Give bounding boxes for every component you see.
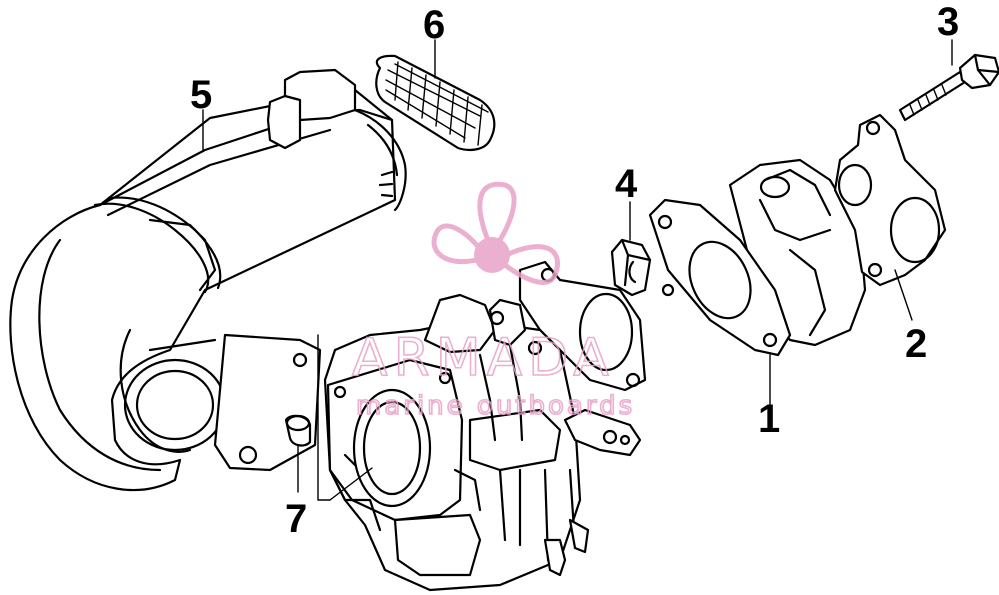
callout-2: 2 [905,322,927,366]
part-4-nut [610,238,652,297]
callout-5: 5 [190,73,212,117]
leader-bracket [317,334,331,501]
part-1-intake-manifold [648,158,867,357]
callout-1: 1 [758,397,780,441]
part-2-gasket [833,113,947,287]
callout-labels: 1 2 3 4 5 6 7 [190,0,959,541]
callout-4: 4 [615,162,638,206]
callout-7: 7 [285,497,307,541]
propeller-logo-icon [431,181,560,285]
callout-6: 6 [423,3,445,47]
callout-3: 3 [937,0,959,44]
leader-bracket-diag [329,467,373,501]
part-3-bolt [898,53,999,122]
carburetor-body [323,260,647,592]
part-6-mesh-screen [375,54,496,151]
watermark-brand: ARMADA [352,328,615,388]
watermark-tagline: marine outboards [356,391,635,421]
part-7-bushing [284,414,312,447]
leader-2 [894,269,913,321]
leader-lines [202,39,953,501]
armada-watermark: ARMADA marine outboards [351,181,635,422]
